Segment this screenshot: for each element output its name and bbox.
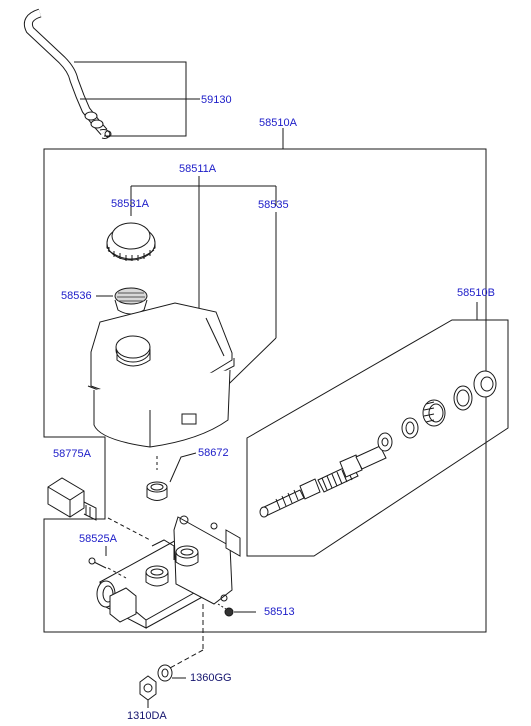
piston-kit-58510B	[259, 370, 497, 518]
label-1310DA: 1310DA	[127, 710, 167, 722]
assembly-frame-58510A	[43, 128, 487, 633]
label-58510A: 58510A	[259, 117, 297, 129]
grommet-58672	[146, 481, 168, 501]
label-58672: 58672	[198, 447, 229, 459]
screw-58525A	[88, 557, 107, 569]
hose-59130	[23, 8, 112, 139]
label-58510B: 58510B	[457, 287, 495, 299]
piston-kit-frame-58510B	[246, 302, 509, 557]
reservoir-cap-58531A	[106, 222, 156, 261]
label-58775A: 58775A	[53, 448, 91, 460]
label-58513: 58513	[264, 606, 295, 618]
label-58536: 58536	[61, 290, 92, 302]
washer-1360GG	[157, 664, 173, 682]
strainer-58536	[114, 287, 148, 315]
plug-58513	[224, 607, 234, 617]
label-58535: 58535	[258, 199, 289, 211]
valve-58775A	[47, 477, 97, 521]
label-58525A: 58525A	[79, 533, 117, 545]
label-58531A: 58531A	[111, 198, 149, 210]
label-58511A: 58511A	[179, 163, 217, 175]
master-cylinder-body	[96, 515, 241, 629]
label-1360GG: 1360GG	[190, 672, 232, 684]
reservoir-tank-58511A	[87, 302, 235, 448]
label-59130: 59130	[201, 94, 232, 106]
nut-1310DA	[139, 675, 157, 701]
